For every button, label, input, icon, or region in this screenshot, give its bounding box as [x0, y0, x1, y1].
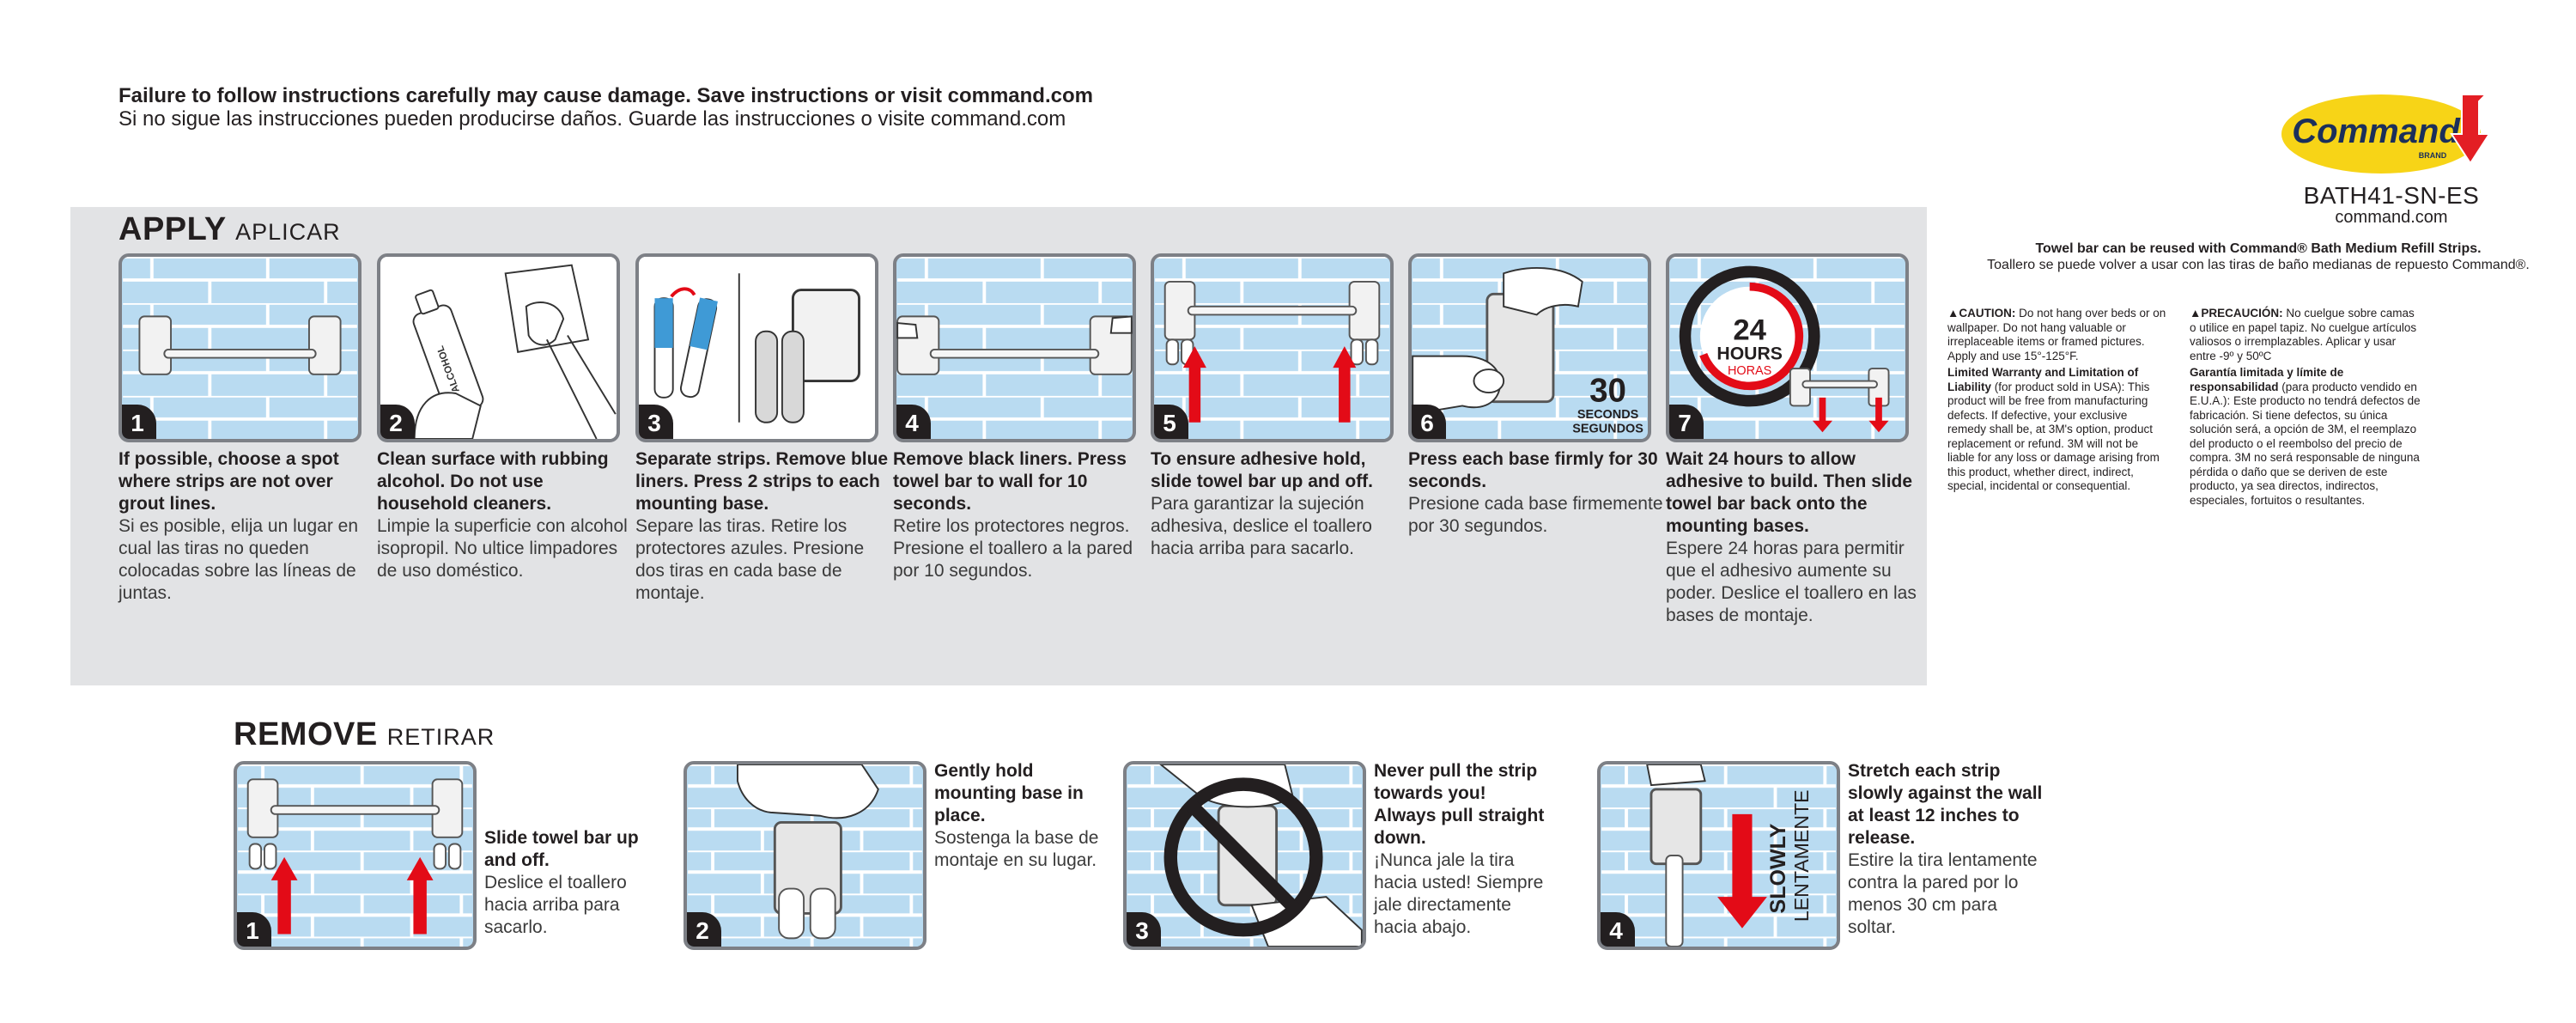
remove-step-4-text: Stretch each strip slowly against the wa…	[1848, 761, 2043, 937]
press-base-image: 30 SECONDS SEGUNDOS	[1412, 257, 1647, 439]
separate-strips-image	[640, 257, 874, 439]
hours-badge-es: HORAS	[1728, 364, 1771, 378]
slide-bar-up-image	[1155, 257, 1389, 439]
up-arrow-icon	[1182, 346, 1206, 423]
step-number-badge: 1	[237, 912, 271, 947]
apply-step-1-text: If possible, choose a spot where strips …	[118, 449, 359, 603]
prohibited-icon	[1163, 777, 1323, 937]
remove-step-4-illustration: SLOWLY LENTAMENTE 4	[1597, 761, 1840, 950]
towel-bar-on-wall-image	[123, 257, 357, 439]
hold-base-image	[688, 764, 922, 947]
apply-step-5-text: To ensure adhesive hold, slide towel bar…	[1151, 449, 1374, 558]
remove-step-3-illustration: 3	[1123, 761, 1366, 950]
logo-text: Command	[2292, 113, 2461, 150]
remove-step-2-illustration: 2	[683, 761, 927, 950]
slowly-label: SLOWLY	[1766, 823, 1790, 913]
apply-step-2-illustration: ALCOHOL 2	[377, 253, 620, 442]
warning-es: Si no sigue las instrucciones pueden pro…	[118, 107, 1066, 131]
apply-title: APPLY APLICAR	[118, 211, 341, 247]
step-number-badge: 3	[639, 405, 673, 439]
website-text: command.com	[2335, 208, 2448, 227]
logo-brand-text: BRAND	[2419, 151, 2447, 160]
apply-step-4-text: Remove black liners. Press towel bar to …	[893, 449, 1133, 581]
seconds-badge-number: 30	[1589, 373, 1626, 410]
step-number-badge: 1	[122, 405, 156, 439]
fine-print-en: ▲CAUTION: Do not hang over beds or on wa…	[1947, 307, 2166, 492]
apply-step-2-text: Clean surface with rubbing alcohol. Do n…	[377, 449, 628, 581]
step-number-badge: 5	[1154, 405, 1188, 439]
step-number-badge: 2	[687, 912, 721, 947]
step-number-badge: 4	[896, 405, 931, 439]
down-arrow-icon	[1717, 813, 1767, 929]
alcohol-clean-image: ALCOHOL	[381, 257, 617, 439]
hours-badge-en: HOURS	[1716, 344, 1783, 363]
seconds-badge-en: SECONDS	[1577, 408, 1639, 422]
lentamente-label: LENTAMENTE	[1790, 789, 1813, 922]
seconds-badge-es: SEGUNDOS	[1572, 422, 1643, 435]
step-number-badge: 3	[1127, 912, 1161, 947]
apply-step-7-text: Wait 24 hours to allow adhesive to build…	[1666, 449, 1917, 625]
warning-text: Failure to follow instructions carefully…	[118, 84, 1093, 131]
step-number-badge: 7	[1669, 405, 1704, 439]
wait-24-hours-image: 24 HOURS HORAS	[1670, 257, 1905, 439]
remove-step-1-text: Slide towel bar up and off. Deslice el t…	[484, 828, 639, 937]
step-number-badge: 4	[1601, 912, 1635, 947]
down-arrow-icon	[1868, 397, 1889, 433]
command-logo: Command BRAND	[2280, 89, 2503, 175]
slide-bar-off-image	[238, 764, 472, 947]
hours-badge-number: 24	[1733, 314, 1766, 346]
up-arrow-icon	[1333, 346, 1357, 423]
do-not-pull-image	[1127, 764, 1363, 947]
apply-step-3-illustration: 3	[635, 253, 878, 442]
command-logo-icon: Command BRAND	[2281, 94, 2491, 174]
apply-step-6-text: Press each base firmly for 30 seconds. P…	[1408, 449, 1663, 536]
fine-print-es: ▲PRECAUCIÓN: No cuelgue sobre camas o ut…	[2190, 307, 2421, 507]
step-number-badge: 6	[1412, 405, 1446, 439]
apply-step-1-illustration: 1	[118, 253, 361, 442]
apply-step-3-text: Separate strips. Remove blue liners. Pre…	[635, 449, 889, 603]
clock-ring-icon	[1679, 265, 1820, 407]
reuse-note: Towel bar can be reused with Command® Ba…	[1987, 241, 2530, 272]
apply-step-7-illustration: 24 HOURS HORAS 7	[1666, 253, 1909, 442]
press-towel-bar-image	[896, 257, 1133, 439]
warning-en: Failure to follow instructions carefully…	[118, 84, 1093, 107]
model-number: BATH41-SN-ES	[2303, 182, 2480, 209]
up-arrow-icon	[270, 856, 298, 935]
apply-step-4-illustration: 4	[893, 253, 1136, 442]
remove-step-2-text: Gently hold mounting base in place. Sost…	[934, 761, 1099, 870]
down-arrow-icon	[1812, 397, 1833, 433]
apply-step-5-illustration: 5	[1151, 253, 1394, 442]
stretch-strip-image: SLOWLY LENTAMENTE	[1601, 764, 1836, 947]
apply-step-6-illustration: 30 SECONDS SEGUNDOS 6	[1408, 253, 1651, 442]
remove-step-1-illustration: 1	[234, 761, 477, 950]
remove-title: REMOVE RETIRAR	[234, 716, 495, 752]
remove-step-3-text: Never pull the strip towards you! Always…	[1374, 761, 1545, 937]
step-number-badge: 2	[380, 405, 415, 439]
